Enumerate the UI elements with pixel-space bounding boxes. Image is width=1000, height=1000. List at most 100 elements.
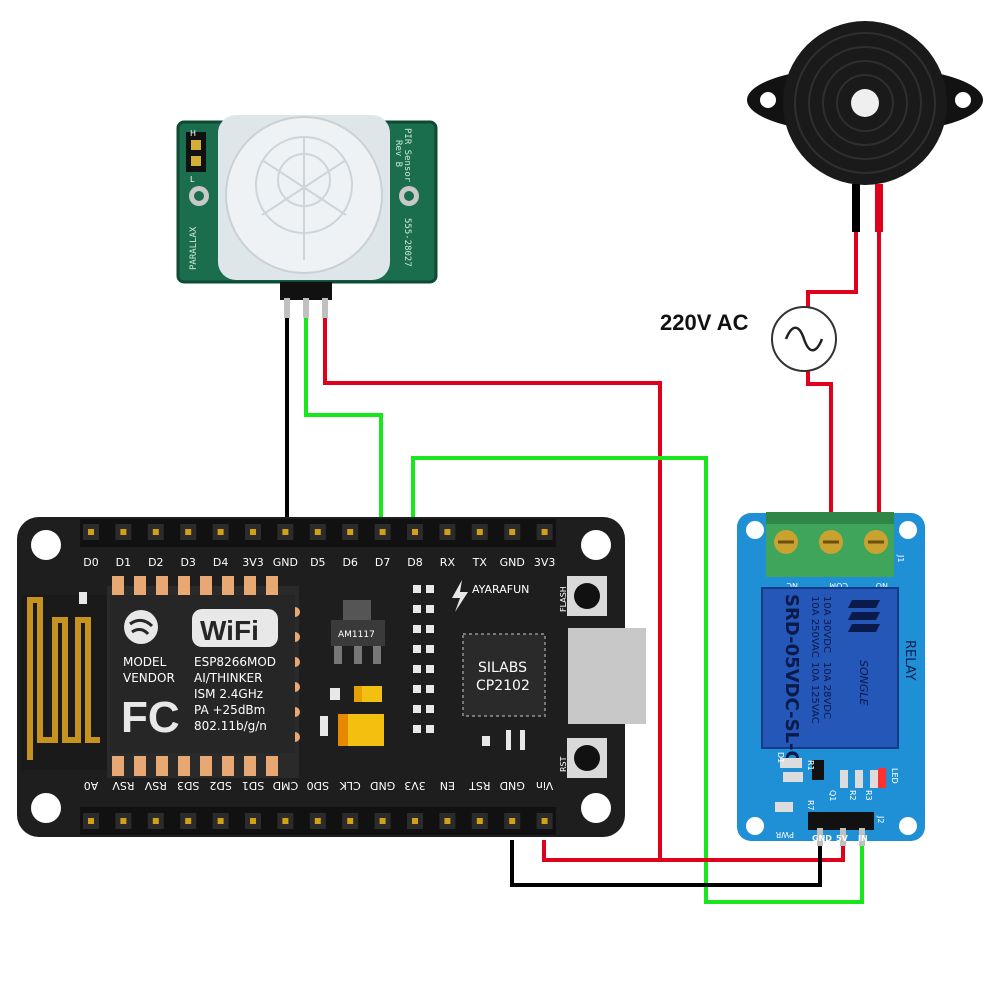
bottom-pin-label: CLK [339, 779, 361, 792]
top-pin-contact [120, 529, 127, 535]
bottom-pin-contact [185, 818, 192, 824]
pir-jumper-h: H [190, 129, 196, 138]
bottom-pin-label: CMD [273, 779, 299, 792]
esp-pad [178, 756, 190, 776]
top-pin-contact [444, 529, 451, 535]
bottom-pin-label: RSV [144, 779, 167, 792]
module-line2: AI/THINKER [194, 671, 262, 685]
module-line1: ESP8266MOD [194, 655, 276, 669]
relay-q1: Q1 [828, 790, 837, 801]
bottom-pin-label: 3V3 [404, 779, 426, 792]
module-line5: 802.11b/g/n [194, 719, 267, 733]
regulator-label: AM1117 [338, 630, 375, 640]
wire-pir-vcc [323, 300, 662, 862]
bottom-pin-label: RSV [112, 779, 135, 792]
esp-pad [156, 756, 168, 776]
relay-rating-2b: 10A 28VDC [821, 662, 832, 719]
top-pin-header [83, 524, 553, 540]
top-pin-contact [185, 529, 192, 535]
bottom-pin-label: GND [500, 779, 525, 792]
esp-pad [156, 576, 168, 596]
top-pin-label: RX [440, 556, 456, 569]
bottom-pin-label: SD1 [242, 779, 264, 792]
relay-led [878, 768, 886, 788]
esp-pad [266, 756, 278, 776]
top-pin-contact [250, 529, 256, 535]
module-line3: ISM 2.4GHz [194, 687, 263, 701]
bottom-pin-contact [379, 818, 386, 824]
songle-logo-icon [848, 600, 880, 632]
bottom-pin-label: RST [469, 779, 491, 792]
top-pin-label: D5 [310, 556, 325, 569]
bottom-pin-contact [217, 818, 224, 824]
module-vendor: VENDOR [123, 671, 175, 685]
bottom-pin-contact [541, 818, 548, 824]
top-pin-contact [282, 529, 289, 535]
bottom-pin-contact [250, 818, 256, 824]
buzzer [747, 21, 983, 232]
top-pin-contact [541, 529, 548, 535]
bottom-pin-contact [314, 818, 321, 824]
fc-logo: FC [121, 693, 180, 742]
esp-pad [244, 756, 256, 776]
relay-pin-5v: 5V [836, 834, 849, 843]
top-pin-contact [152, 529, 159, 535]
espressif-logo-icon [124, 610, 158, 644]
pir-label-line1: PIR Sensor [402, 128, 412, 183]
usb-chip-line1: SILABS [478, 660, 527, 676]
wire-pir-out-d7 [304, 300, 383, 520]
top-pin-label: D1 [116, 556, 131, 569]
top-pin-label: GND [500, 556, 525, 569]
top-pin-contact [379, 529, 386, 535]
top-pin-label: D6 [342, 556, 357, 569]
top-pin-label: D4 [213, 556, 228, 569]
top-pin-contact [347, 529, 354, 535]
bottom-pin-label: SD0 [307, 779, 329, 792]
buzzer-lead-black [852, 184, 860, 232]
esp-pad [134, 756, 146, 776]
top-pin-contact [217, 529, 224, 535]
rst-label: RST [559, 756, 568, 772]
buzzer-lead-red [875, 184, 883, 232]
terminal-label-nc: NC [786, 581, 798, 590]
bottom-pin-contact [476, 818, 483, 824]
top-pin-contact [509, 529, 516, 535]
top-pin-label: D2 [148, 556, 163, 569]
bottom-pin-contact [120, 818, 127, 824]
esp-pad [222, 756, 234, 776]
maker-label: AYARAFUN [472, 583, 529, 596]
wifi-logo [192, 609, 278, 647]
bottom-pin-contact [88, 818, 94, 824]
top-pin-label: D7 [375, 556, 390, 569]
j2-label: J2 [876, 815, 885, 823]
sine-wave-icon [784, 326, 824, 352]
relay-rating-1b: 10A 30VDC [821, 596, 832, 653]
pir-header [280, 282, 332, 300]
bottom-pin-label: SD3 [177, 779, 199, 792]
usb-chip-line2: CP2102 [476, 678, 530, 694]
pir-brand: PARALLAX [189, 226, 199, 270]
relay-title: RELAY [902, 640, 917, 681]
top-pin-label: D8 [407, 556, 422, 569]
relay-led-label: LED [890, 768, 899, 784]
bottom-pin-label: SD2 [209, 779, 231, 792]
esp-pad [200, 756, 212, 776]
lightning-icon [452, 580, 468, 612]
relay-brand: SONGLE [857, 660, 870, 706]
j1-label: J1 [896, 554, 905, 562]
relay-input-header [808, 812, 874, 830]
top-pin-label: GND [273, 556, 298, 569]
pir-sensor: H L PARALLAX PIR Sensor Rev B 555-28027 [176, 115, 438, 318]
pir-part-number: 555-28027 [402, 218, 412, 267]
terminal-label-no: NO [876, 581, 888, 590]
terminal-label-com: COM [829, 581, 848, 590]
usb-bridge-chip [462, 633, 546, 717]
ac-source-label: 220V AC [660, 310, 749, 335]
relay-cube [761, 587, 899, 749]
top-pin-contact [412, 529, 418, 535]
antenna-trace [27, 597, 100, 760]
top-pin-contact [476, 529, 483, 535]
